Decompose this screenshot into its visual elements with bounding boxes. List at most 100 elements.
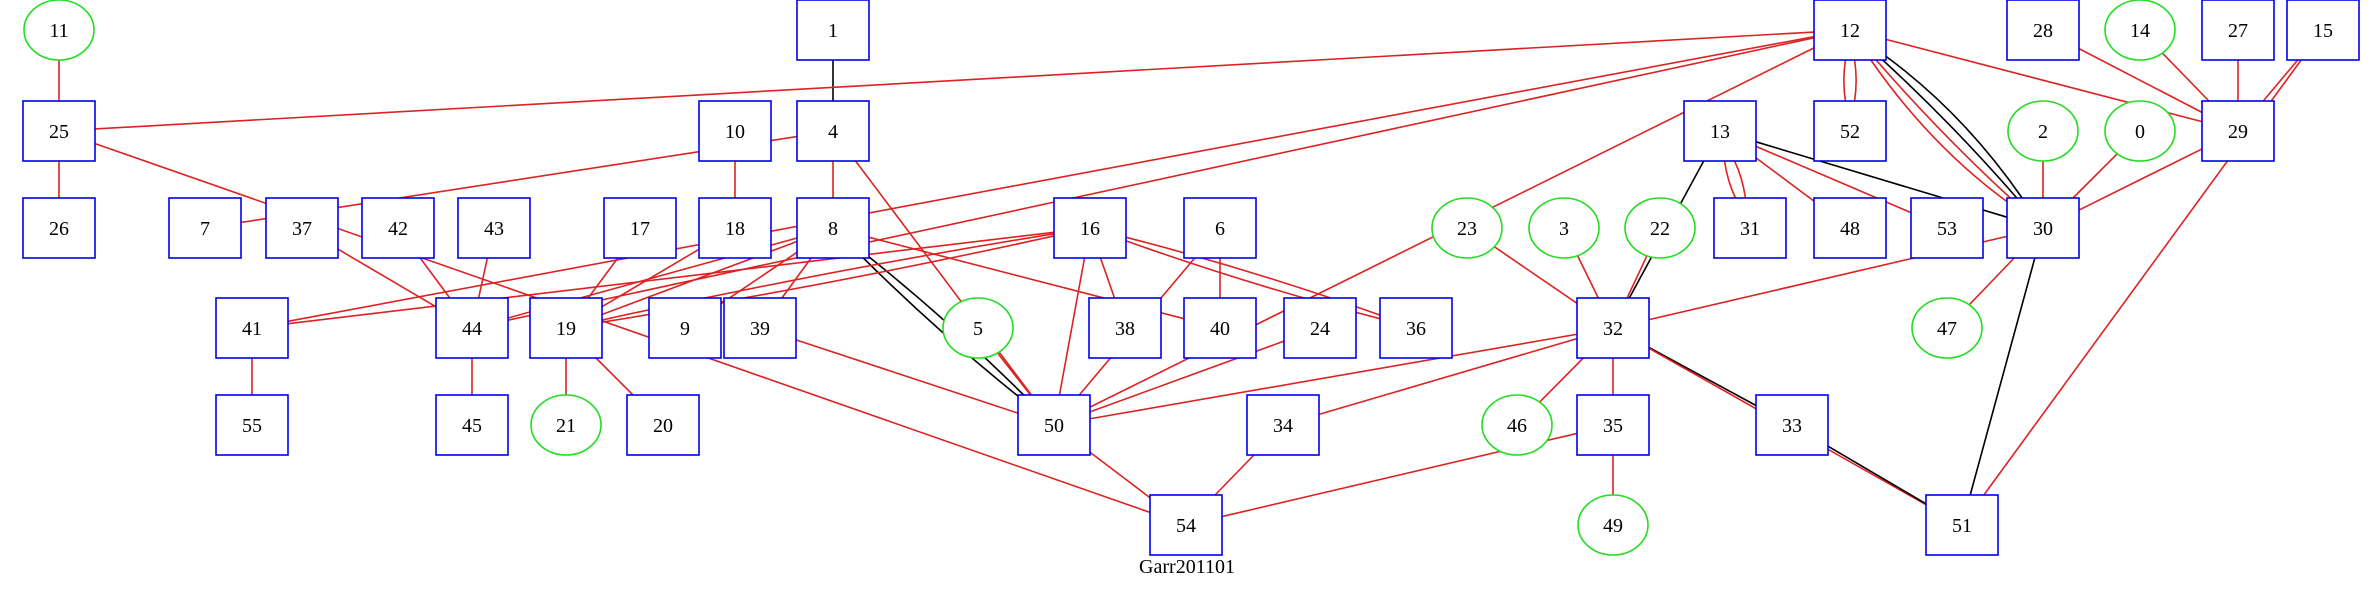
- node-label: 30: [2033, 218, 2053, 240]
- node-label: 52: [1840, 121, 1860, 143]
- edge-28-29: [2078, 47, 2203, 114]
- edge-29-30: [2078, 148, 2203, 211]
- edge-15-29: [2262, 59, 2299, 102]
- node-box: [457, 197, 531, 259]
- node-box: [698, 197, 772, 259]
- node-box: [1925, 494, 1999, 556]
- node-ellipse: [1481, 394, 1553, 456]
- node-17: 17: [603, 197, 677, 259]
- node-label: 6: [1215, 218, 1225, 240]
- node-box: [1183, 197, 1257, 259]
- edge-12-25: [94, 31, 1815, 130]
- node-box: [2006, 0, 2080, 61]
- node-label: 47: [1937, 318, 1957, 340]
- node-label: 37: [292, 218, 312, 240]
- node-box: [1576, 297, 1650, 359]
- node-label: 42: [388, 218, 408, 240]
- node-ellipse: [1431, 197, 1503, 259]
- node-36: 36: [1379, 297, 1453, 359]
- edge-22-32: [1626, 255, 1648, 299]
- node-label: 14: [2130, 20, 2150, 42]
- node-ellipse: [2007, 100, 2079, 162]
- node-label: 53: [1937, 218, 1957, 240]
- node-47: 47: [1911, 297, 1983, 359]
- node-42: 42: [361, 197, 435, 259]
- node-label: 39: [750, 318, 770, 340]
- node-label: 1: [828, 20, 838, 42]
- edge-12-30: [1885, 55, 2023, 199]
- node-box: [22, 100, 96, 162]
- edge-13-48: [1755, 157, 1815, 202]
- node-41: 41: [215, 297, 289, 359]
- node-9: 9: [648, 297, 722, 359]
- node-box: [1576, 394, 1650, 456]
- node-box: [2201, 100, 2275, 162]
- node-20: 20: [626, 394, 700, 456]
- node-label: 54: [1176, 515, 1196, 537]
- node-27: 27: [2201, 0, 2275, 61]
- node-label: 55: [242, 415, 262, 437]
- node-box: [796, 197, 870, 259]
- node-label: 13: [1710, 121, 1730, 143]
- edge-3-32: [1576, 255, 1600, 299]
- edge-23-32: [1493, 246, 1578, 305]
- node-26: 26: [22, 197, 96, 259]
- node-box: [1755, 394, 1829, 456]
- node-label: 16: [1080, 218, 1100, 240]
- node-ellipse: [1911, 297, 1983, 359]
- edge-43-44: [477, 257, 489, 299]
- node-box: [2006, 197, 2080, 259]
- node-box: [1683, 100, 1757, 162]
- node-53: 53: [1910, 197, 1984, 259]
- node-box: [361, 197, 435, 259]
- node-label: 10: [725, 121, 745, 143]
- node-label: 20: [653, 415, 673, 437]
- node-11: 11: [23, 0, 95, 61]
- edge-4-50: [854, 160, 1033, 396]
- node-3: 3: [1528, 197, 1600, 259]
- node-ellipse: [2104, 100, 2176, 162]
- node-label: 25: [49, 121, 69, 143]
- edge-37-44: [337, 248, 437, 308]
- node-32: 32: [1576, 297, 1650, 359]
- edge-32-50: [1089, 333, 1578, 420]
- node-52: 52: [1813, 100, 1887, 162]
- edges-layer: [58, 31, 2302, 518]
- edge-17-19: [587, 257, 619, 299]
- edge-19-20: [595, 357, 634, 396]
- edge-30-47: [1968, 257, 2015, 306]
- edge-16-50: [1058, 257, 1086, 396]
- edge-32-46: [1539, 357, 1584, 403]
- edge-16-41: [287, 231, 1055, 325]
- node-37: 37: [265, 197, 339, 259]
- node-box: [1149, 494, 1223, 556]
- node-label: 19: [556, 318, 576, 340]
- node-10: 10: [698, 100, 772, 162]
- node-label: 49: [1603, 515, 1623, 537]
- node-18: 18: [698, 197, 772, 259]
- node-box: [529, 297, 603, 359]
- node-14: 14: [2104, 0, 2176, 61]
- node-label: 3: [1559, 218, 1569, 240]
- node-label: 35: [1603, 415, 1623, 437]
- edge-39-50: [795, 339, 1019, 414]
- node-30: 30: [2006, 197, 2080, 259]
- node-label: 23: [1457, 218, 1477, 240]
- node-ellipse: [530, 394, 602, 456]
- node-box: [1088, 297, 1162, 359]
- node-ellipse: [942, 297, 1014, 359]
- node-box: [1813, 100, 1887, 162]
- node-label: 50: [1044, 415, 1064, 437]
- node-16: 16: [1053, 197, 1127, 259]
- node-19: 19: [529, 297, 603, 359]
- edge-14-29: [2161, 52, 2210, 102]
- node-label: 44: [462, 318, 482, 340]
- node-label: 9: [680, 318, 690, 340]
- edge-12-30: [1870, 59, 2008, 203]
- node-ellipse: [2104, 0, 2176, 61]
- node-box: [1813, 197, 1887, 259]
- node-label: 15: [2313, 20, 2333, 42]
- edge-12-52: [1843, 59, 1847, 102]
- node-label: 18: [725, 218, 745, 240]
- node-5: 5: [942, 297, 1014, 359]
